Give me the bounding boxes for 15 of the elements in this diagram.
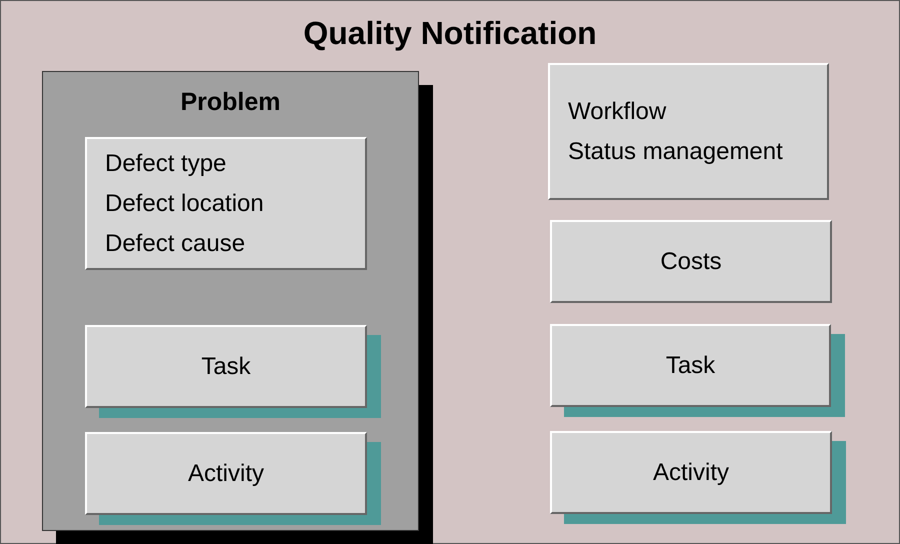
- list-box: [548, 63, 829, 200]
- list-box: [85, 137, 367, 270]
- item-box: [550, 220, 832, 303]
- item-label: Task: [201, 352, 251, 382]
- item-label: Defect location: [105, 188, 264, 218]
- item-label: Costs: [660, 246, 722, 276]
- item-label: Defect cause: [105, 228, 246, 258]
- item-label: Task: [666, 350, 716, 380]
- item-label: Activity: [188, 458, 264, 488]
- group-title: Quality Notification: [302, 15, 598, 52]
- item-label: Defect type: [105, 148, 226, 178]
- item-label: Status management: [568, 136, 783, 166]
- item-label: Workflow: [568, 96, 666, 126]
- item-label: Activity: [652, 458, 729, 488]
- group-title: Problem: [179, 88, 282, 117]
